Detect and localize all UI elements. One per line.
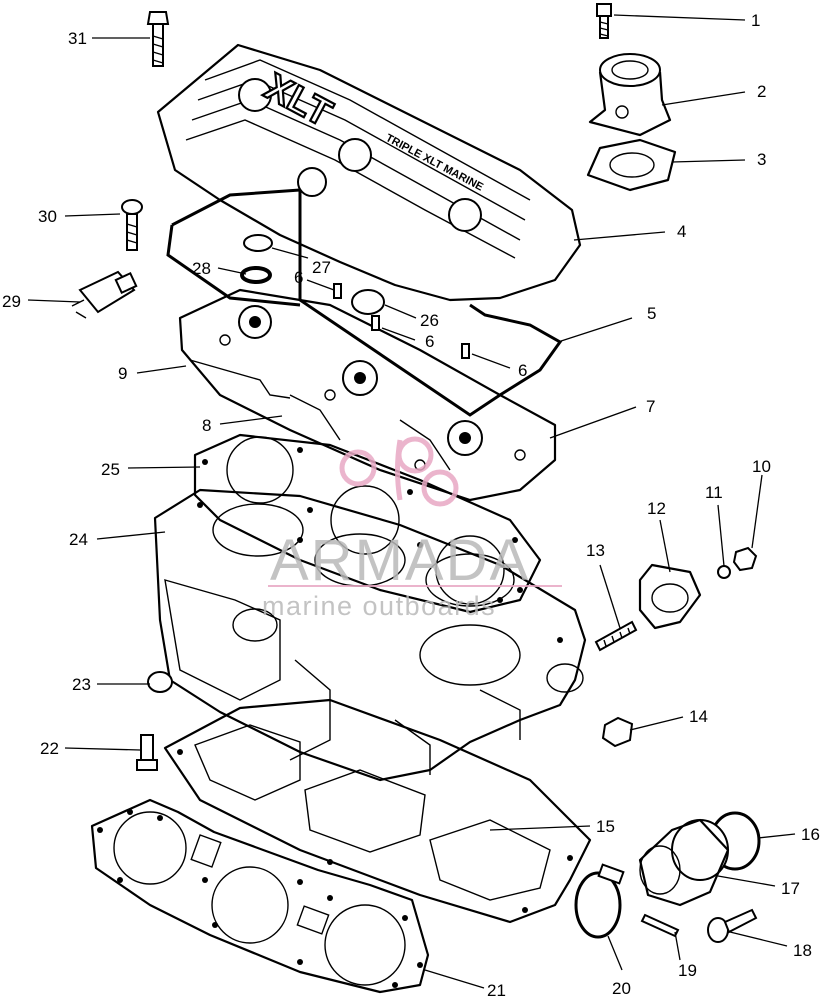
leader-lines [27,14,796,989]
bolt-31 [146,11,170,67]
head-cover-4: XLT TRIPLE XLT MARINE [156,43,582,302]
plug-23 [147,671,173,693]
screw-19 [640,913,680,938]
callout-8: 8 [202,416,211,435]
washer-27 [243,234,273,252]
gasket-3 [586,138,677,192]
callout-6b: 6 [425,332,434,351]
sensor-29 [71,270,138,319]
dowel-pin-6c [461,343,470,359]
callout-26: 26 [420,311,439,330]
callout-6c: 6 [518,361,527,380]
callout-labels: 31 1 2 3 4 30 28 27 6 29 26 5 6 9 6 7 8 … [2,11,820,1000]
callout-18: 18 [793,941,812,960]
bolt-1 [596,3,612,39]
base-gasket-21 [90,798,430,994]
cylinder-block [153,488,587,782]
callout-31: 31 [68,29,87,48]
housing-17 [638,818,730,907]
o-ring-28 [240,266,272,284]
bolt-18 [707,908,758,943]
bolt-30 [121,199,143,251]
callout-30: 30 [38,207,57,226]
callout-22: 22 [40,739,59,758]
cover-side-text: TRIPLE XLT MARINE [384,132,486,194]
callout-24: 24 [69,530,88,549]
cover-model-text: XLT [258,66,339,135]
fitting-2 [588,53,672,137]
watermark-brand: ARMADA [270,528,530,593]
callout-19: 19 [678,961,697,980]
dowel-pin-6a [333,283,342,299]
callout-11: 11 [705,483,723,502]
watermark-tagline: marine outboards [262,591,496,621]
callout-27: 27 [312,258,331,277]
nut-14 [601,716,634,748]
callout-4: 4 [677,222,686,241]
callout-9: 9 [118,364,127,383]
callout-10: 10 [752,457,771,476]
flange-12 [638,563,702,630]
washer-11 [717,565,731,579]
dowel-pin-6b [371,315,380,331]
watermark-logo-icon [339,436,459,507]
callout-6a: 6 [294,268,303,287]
callout-21: 21 [487,981,506,1000]
head-gasket-25 [193,433,542,614]
cylinder-head [178,288,557,502]
callout-12: 12 [647,499,666,518]
callout-15: 15 [596,817,615,836]
watermark: ARMADA marine outboards [262,436,562,621]
cover-seal-5 [166,188,563,417]
callout-1: 1 [751,11,760,30]
stud-13 [594,620,638,652]
callout-20: 20 [612,979,631,998]
plug-26 [351,289,385,315]
callout-13: 13 [586,541,605,560]
sensor-22 [136,734,158,771]
callout-7: 7 [646,397,655,416]
callout-17: 17 [781,879,800,898]
callout-3: 3 [757,150,766,169]
callout-28: 28 [192,259,211,278]
callout-29: 29 [2,292,21,311]
callout-25: 25 [101,460,120,479]
callout-5: 5 [647,304,656,323]
clamp-20 [574,863,625,939]
callout-23: 23 [72,675,91,694]
nut-10 [732,546,758,572]
callout-2: 2 [757,82,766,101]
callout-14: 14 [689,707,708,726]
callout-16: 16 [801,825,820,844]
